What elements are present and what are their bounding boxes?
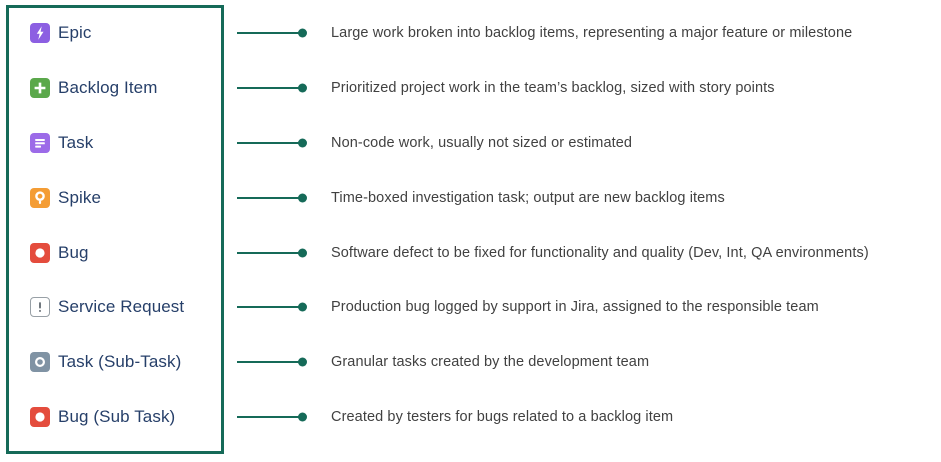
legend-row: Task Non-code work, usually not sized or… (0, 116, 941, 171)
issue-type-label: Bug (58, 242, 89, 262)
issue-type-description: Prioritized project work in the team’s b… (331, 80, 775, 97)
exclamation-icon (30, 297, 50, 318)
connector-line (237, 32, 299, 35)
issue-type-description: Non-code work, usually not sized or esti… (331, 134, 633, 151)
issue-type-description: Software defect to be fixed for function… (331, 244, 869, 261)
connector-line (237, 87, 299, 90)
issue-type-label: Task (58, 132, 94, 152)
legend-row: Bug Software defect to be fixed for func… (0, 225, 941, 280)
issue-type-description: Time-boxed investigation task; output ar… (331, 189, 725, 206)
issue-type-label: Spike (58, 187, 102, 207)
lightbulb-icon (30, 187, 50, 208)
issue-type-description: Large work broken into backlog items, re… (331, 25, 853, 42)
issue-type-label: Backlog Item (58, 78, 158, 98)
legend-row: Service Request Production bug logged by… (0, 280, 941, 335)
connector-line (237, 306, 299, 309)
legend-row: Epic Large work broken into backlog item… (0, 6, 941, 61)
ring-icon (30, 352, 50, 373)
legend-rows: Epic Large work broken into backlog item… (0, 6, 941, 444)
connector-line (237, 196, 299, 199)
legend-row: Backlog Item Prioritized project work in… (0, 61, 941, 116)
connector-line (237, 141, 299, 144)
issue-type-label: Task (Sub-Task) (58, 352, 182, 372)
bug-dot-icon (30, 242, 50, 263)
legend-row: Bug (Sub Task) Created by testers for bu… (0, 390, 941, 445)
issue-type-label: Service Request (58, 297, 185, 317)
issue-type-label: Epic (58, 23, 92, 43)
connector-line (237, 361, 299, 364)
epic-lightning-icon (30, 23, 50, 44)
issue-types-outline-box (6, 5, 224, 454)
issue-type-label: Bug (Sub Task) (58, 406, 176, 426)
bug-dot-icon (30, 406, 50, 427)
issue-type-description: Created by testers for bugs related to a… (331, 408, 674, 425)
task-lines-icon (30, 132, 50, 153)
legend-row: Spike Time-boxed investigation task; out… (0, 170, 941, 225)
issue-type-description: Production bug logged by support in Jira… (331, 299, 819, 316)
connector-line (237, 251, 299, 254)
issue-type-description: Granular tasks created by the developmen… (331, 354, 650, 371)
connector-line (237, 415, 299, 418)
plus-icon (30, 78, 50, 99)
legend-row: Task (Sub-Task) Granular tasks created b… (0, 335, 941, 390)
